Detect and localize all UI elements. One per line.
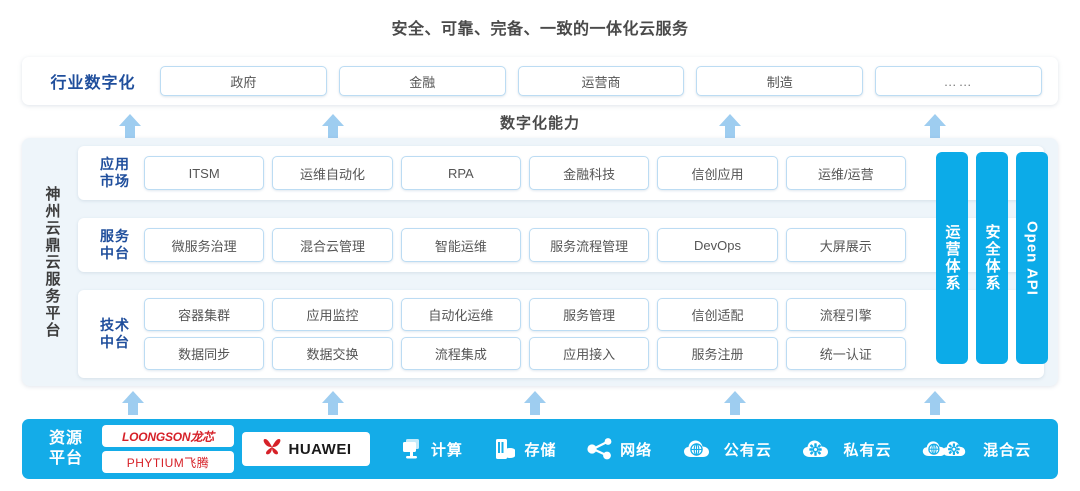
cell-hybrid-cloud-management[interactable]: 混合云管理 xyxy=(272,228,393,262)
cell-fintech[interactable]: 金融科技 xyxy=(528,156,650,190)
up-arrow-icon-9 xyxy=(922,390,948,416)
cell-unified-auth[interactable]: 统一认证 xyxy=(785,337,906,370)
cloud-service-platform-block: 神州云鼎云服务平台 应用 市场 ITSM 运维自动化 RPA 金融科技 信创应用… xyxy=(22,138,1058,386)
up-arrow-icon-8 xyxy=(722,390,748,416)
cell-automated-ops[interactable]: 自动化运维 xyxy=(400,298,521,331)
industry-chip-government[interactable]: 政府 xyxy=(160,66,327,96)
hybrid-cloud-icon xyxy=(921,437,977,461)
tech-platform-cells: 容器集群 应用监控 自动化运维 服务管理 信创适配 流程引擎 数据同步 数据交换… xyxy=(144,298,1036,370)
cell-process-engine[interactable]: 流程引擎 xyxy=(785,298,906,331)
vbar-operations-system-label: 运营体系 xyxy=(943,224,961,292)
row-label-service-platform-line2: 中台 xyxy=(100,245,130,261)
vbar-open-api[interactable]: Open API xyxy=(1016,152,1048,364)
up-arrow-icon-1 xyxy=(117,113,143,139)
page-title: 安全、可靠、完备、一致的一体化云服务 xyxy=(391,21,689,38)
private-cloud-icon xyxy=(801,437,837,461)
resource-platform-label: 资源 平台 xyxy=(34,429,98,469)
resource-item-private-cloud[interactable]: 私有云 xyxy=(801,437,891,461)
resource-item-storage-label: 存储 xyxy=(524,441,557,459)
app-market-cells: ITSM 运维自动化 RPA 金融科技 信创应用 运维/运营 xyxy=(144,156,1036,190)
public-cloud-icon xyxy=(682,437,718,461)
industry-chip-more[interactable]: …… xyxy=(875,66,1042,96)
network-icon xyxy=(586,436,614,462)
industry-section-label: 行业数字化 xyxy=(50,75,136,92)
cell-intelligent-ops[interactable]: 智能运维 xyxy=(400,228,521,262)
capability-row-tech-platform: 技术 中台 容器集群 应用监控 自动化运维 服务管理 信创适配 流程引擎 数据同… xyxy=(78,290,1044,378)
cell-ops-operations[interactable]: 运维/运营 xyxy=(785,156,906,190)
cell-microservice-governance[interactable]: 微服务治理 xyxy=(144,228,265,262)
resource-item-hybrid-cloud-label: 混合云 xyxy=(983,441,1032,459)
resource-items: 计算 存储 xyxy=(370,436,1046,462)
industry-digitalization-row: 行业数字化 政府 金融 运营商 制造 …… xyxy=(22,57,1058,105)
loongson-logo: LOONGSON龙芯 xyxy=(102,425,234,447)
cell-itsm[interactable]: ITSM xyxy=(144,156,265,190)
resource-item-hybrid-cloud[interactable]: 混合云 xyxy=(921,437,1031,461)
up-arrow-icon-2 xyxy=(320,113,346,139)
cell-large-screen-display[interactable]: 大屏展示 xyxy=(785,228,906,262)
resource-platform-bar: 资源 平台 LOONGSON龙芯 PHYTIUM飞腾 HUAWEI xyxy=(22,419,1058,479)
resource-item-network-label: 网络 xyxy=(620,441,653,459)
row-label-app-market-line2: 市场 xyxy=(100,173,130,189)
resource-item-compute[interactable]: 计算 xyxy=(399,436,463,462)
industry-chip-finance[interactable]: 金融 xyxy=(338,66,506,96)
cell-container-cluster[interactable]: 容器集群 xyxy=(144,298,265,331)
platform-vertical-label-text: 神州云鼎云服务平台 xyxy=(43,185,61,339)
cell-devops[interactable]: DevOps xyxy=(657,228,778,262)
up-arrow-icon-3 xyxy=(717,113,743,139)
row-label-service-platform: 服务 中台 xyxy=(86,228,144,262)
resource-item-compute-label: 计算 xyxy=(430,441,463,459)
resource-item-private-cloud-label: 私有云 xyxy=(843,441,892,459)
up-arrow-icon-7 xyxy=(522,390,548,416)
tech-platform-cells-line1: 容器集群 应用监控 自动化运维 服务管理 信创适配 流程引擎 xyxy=(144,298,1036,331)
up-arrow-icon-4 xyxy=(922,113,948,139)
resource-platform-label-line1: 资源 xyxy=(48,430,83,447)
platform-vertical-label: 神州云鼎云服务平台 xyxy=(26,146,78,378)
cell-data-exchange[interactable]: 数据交换 xyxy=(272,337,393,370)
cell-process-integration[interactable]: 流程集成 xyxy=(400,337,521,370)
cell-ops-automation[interactable]: 运维自动化 xyxy=(272,156,393,190)
resource-item-public-cloud-label: 公有云 xyxy=(723,441,772,459)
cell-app-monitoring[interactable]: 应用监控 xyxy=(272,298,393,331)
capability-row-service-platform: 服务 中台 微服务治理 混合云管理 智能运维 服务流程管理 DevOps 大屏展… xyxy=(78,218,1044,272)
phytium-logo: PHYTIUM飞腾 xyxy=(102,451,234,473)
huawei-flower-icon xyxy=(261,437,283,462)
cell-app-access[interactable]: 应用接入 xyxy=(528,337,650,370)
cell-xinchuang-adaptation[interactable]: 信创适配 xyxy=(657,298,778,331)
cell-service-management[interactable]: 服务管理 xyxy=(528,298,650,331)
up-arrow-icon-5 xyxy=(120,390,146,416)
industry-chip-telecom[interactable]: 运营商 xyxy=(517,66,685,96)
capability-caption: 数字化能力 xyxy=(499,115,580,132)
capability-row-app-market: 应用 市场 ITSM 运维自动化 RPA 金融科技 信创应用 运维/运营 xyxy=(78,146,1044,200)
cell-service-process-management[interactable]: 服务流程管理 xyxy=(528,228,650,262)
cell-service-registry[interactable]: 服务注册 xyxy=(657,337,778,370)
row-label-app-market: 应用 市场 xyxy=(86,156,144,190)
tech-platform-cells-line2: 数据同步 数据交换 流程集成 应用接入 服务注册 统一认证 xyxy=(144,337,1036,370)
vbar-security-system-label: 安全体系 xyxy=(983,224,1001,292)
row-label-app-market-line1: 应用 xyxy=(100,156,130,172)
storage-icon xyxy=(492,436,518,462)
vbar-operations-system[interactable]: 运营体系 xyxy=(936,152,968,364)
up-arrow-icon-6 xyxy=(320,390,346,416)
compute-icon xyxy=(399,436,425,462)
row-label-tech-platform: 技术 中台 xyxy=(86,317,144,351)
resource-platform-label-line2: 平台 xyxy=(48,450,83,467)
service-platform-cells: 微服务治理 混合云管理 智能运维 服务流程管理 DevOps 大屏展示 xyxy=(144,228,1036,262)
cell-data-sync[interactable]: 数据同步 xyxy=(144,337,265,370)
resource-item-storage[interactable]: 存储 xyxy=(492,436,556,462)
cell-rpa[interactable]: RPA xyxy=(400,156,521,190)
vendor-logo-stack: LOONGSON龙芯 PHYTIUM飞腾 xyxy=(102,425,234,473)
capability-rows: 应用 市场 ITSM 运维自动化 RPA 金融科技 信创应用 运维/运营 服务 … xyxy=(78,146,1048,378)
resource-item-public-cloud[interactable]: 公有云 xyxy=(682,437,772,461)
side-vertical-bars: 运营体系 安全体系 Open API xyxy=(936,152,1048,364)
industry-chip-manufacturing[interactable]: 制造 xyxy=(696,66,864,96)
cell-xinchuang-app[interactable]: 信创应用 xyxy=(657,156,778,190)
huawei-logo-text: HUAWEI xyxy=(288,440,352,458)
huawei-logo: HUAWEI xyxy=(242,432,370,466)
resource-item-network[interactable]: 网络 xyxy=(586,436,652,462)
row-label-service-platform-line1: 服务 xyxy=(100,228,130,244)
vbar-open-api-label: Open API xyxy=(1023,220,1041,296)
row-label-tech-platform-line1: 技术 xyxy=(100,317,130,333)
row-label-tech-platform-line2: 中台 xyxy=(100,334,130,350)
vbar-security-system[interactable]: 安全体系 xyxy=(976,152,1008,364)
